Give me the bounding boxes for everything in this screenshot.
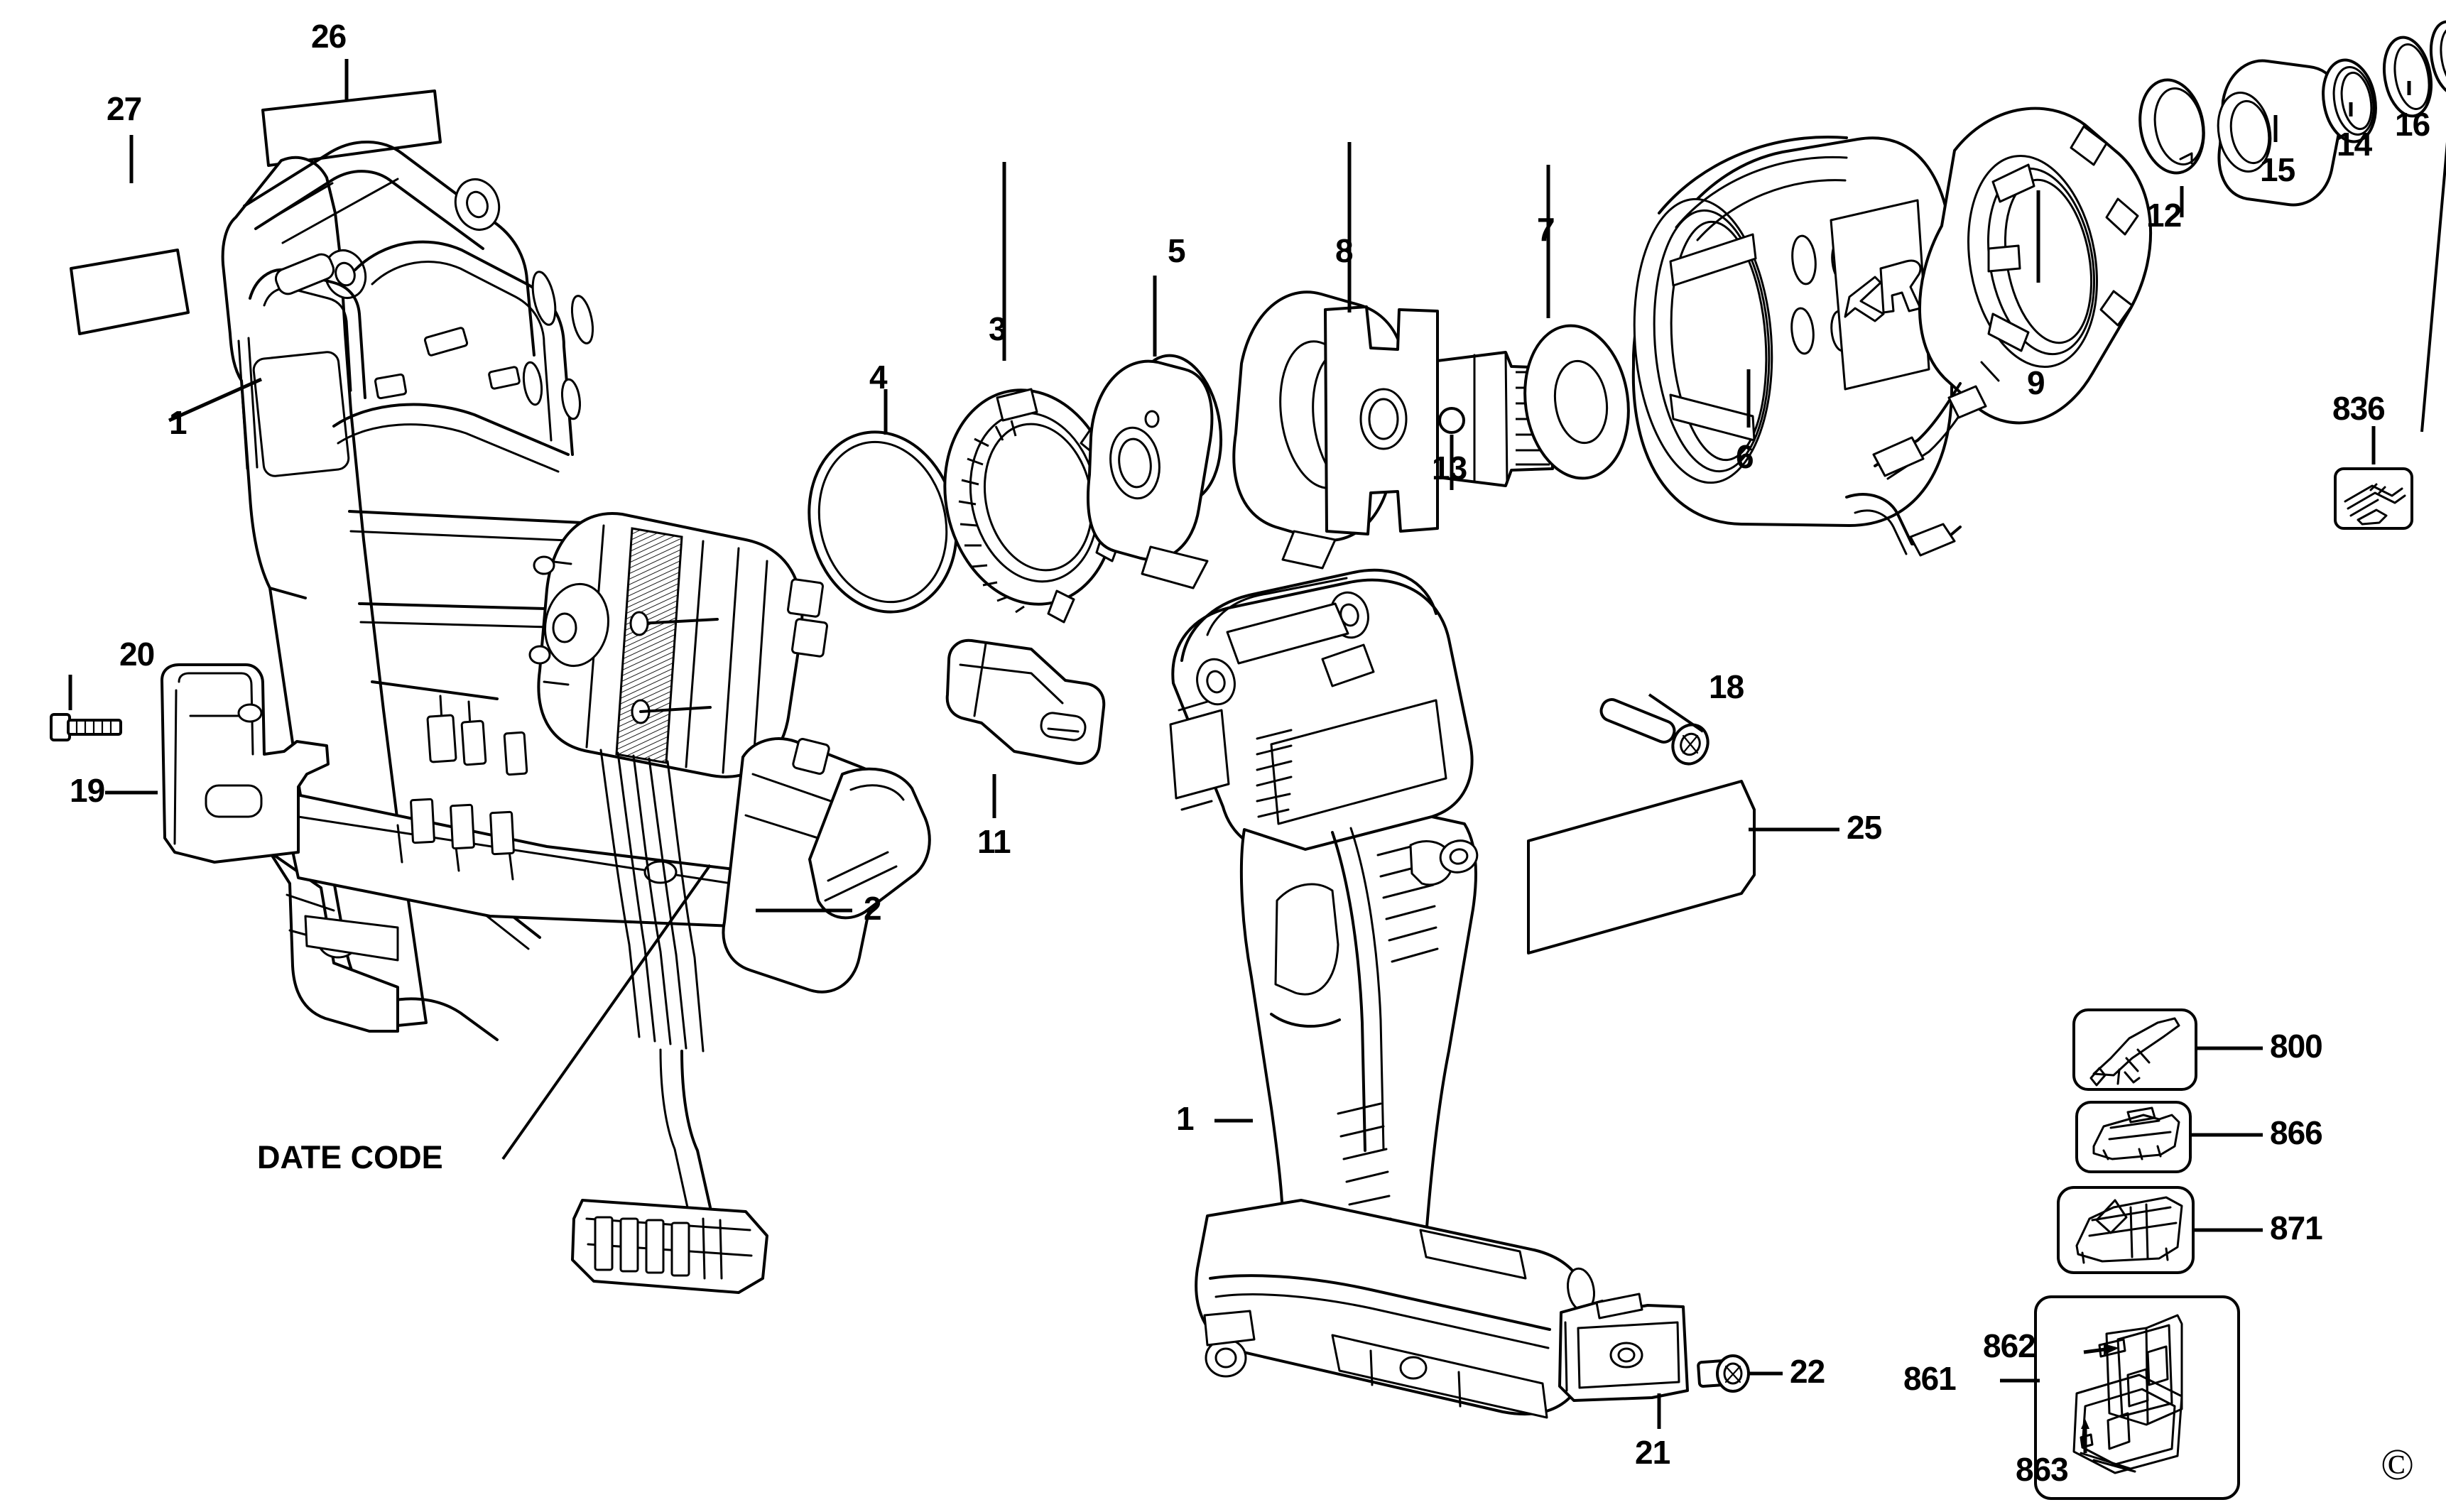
part-27-warning-label	[70, 249, 190, 335]
part-12-retaining-ring	[2138, 78, 2205, 175]
callout-20[interactable]: 20	[119, 636, 155, 673]
callout-836[interactable]: 836	[2332, 390, 2386, 427]
callout-16[interactable]: 16	[2395, 106, 2430, 143]
part-1-assembled-tool-housing	[1169, 568, 1595, 1419]
part-15-bushing-sleeve	[2217, 59, 2344, 207]
callout-15[interactable]: 15	[2260, 151, 2295, 188]
callout-2[interactable]: 2	[864, 890, 882, 927]
part-17-circlip	[2429, 20, 2446, 97]
accessory-836-clip-kit	[2334, 467, 2413, 530]
date-code-annotation: DATE CODE	[257, 1139, 443, 1175]
callout-800[interactable]: 800	[2270, 1028, 2323, 1065]
callout-27[interactable]: 27	[107, 90, 142, 127]
callout-8[interactable]: 8	[1335, 232, 1354, 269]
part-26-nameplate-label	[261, 89, 442, 167]
callout-871[interactable]: 871	[2270, 1209, 2323, 1246]
callout-863[interactable]: 863	[2016, 1451, 2069, 1488]
callout-6[interactable]: 6	[1736, 438, 1754, 475]
part-22-belt-clip-screw	[1697, 1354, 1750, 1393]
callout-19[interactable]: 19	[70, 772, 105, 809]
part-2-motor-gearbox-switch-assembly	[528, 512, 931, 1294]
callout-14[interactable]: 14	[2337, 126, 2372, 163]
part-21-bit-holder-clip	[1558, 1293, 1689, 1402]
callout-1-right[interactable]: 1	[1176, 1100, 1195, 1137]
callout-21[interactable]: 21	[1635, 1434, 1670, 1471]
part-19-belt-hook	[161, 663, 330, 864]
part-16-flat-washer	[2383, 36, 2433, 118]
part-20-screw	[50, 713, 122, 741]
callout-861[interactable]: 861	[1903, 1360, 1957, 1397]
callout-9[interactable]: 9	[2027, 364, 2045, 401]
callout-5[interactable]: 5	[1168, 232, 1186, 269]
callout-11[interactable]: 11	[977, 823, 1011, 860]
part-18-housing-screw	[1599, 698, 1710, 766]
callout-4[interactable]: 4	[869, 359, 888, 396]
callout-1-left[interactable]: 1	[169, 404, 187, 441]
accessory-866-box	[2075, 1101, 2192, 1173]
callout-3[interactable]: 3	[989, 310, 1007, 347]
part-11-forward-reverse-switch	[945, 638, 1106, 765]
xr-brand-mark	[1844, 259, 1922, 322]
part-6-gear-case-housing	[1631, 136, 1962, 557]
callout-862[interactable]: 862	[1983, 1327, 2036, 1364]
callout-866[interactable]: 866	[2270, 1114, 2323, 1151]
accessory-871-box	[2057, 1186, 2195, 1274]
part-7-washer	[1523, 324, 1630, 480]
callout-25[interactable]: 25	[1847, 809, 1882, 846]
callout-7[interactable]: 7	[1537, 211, 1555, 248]
callout-12[interactable]: 12	[2146, 197, 2182, 234]
copyright-mark: ©	[2381, 1441, 2415, 1489]
callout-13[interactable]: 13	[1432, 450, 1467, 486]
part-13-steel-ball	[1438, 407, 1465, 434]
part-14-spring-washer	[2322, 58, 2377, 143]
part-9-led-ring-assembly	[1872, 107, 2153, 480]
callout-26[interactable]: 26	[311, 18, 347, 55]
part-25-nameplate-label-side	[1527, 780, 1756, 954]
callout-22[interactable]: 22	[1790, 1353, 1825, 1390]
accessory-800-box	[2072, 1008, 2197, 1091]
callout-18[interactable]: 18	[1709, 668, 1744, 705]
